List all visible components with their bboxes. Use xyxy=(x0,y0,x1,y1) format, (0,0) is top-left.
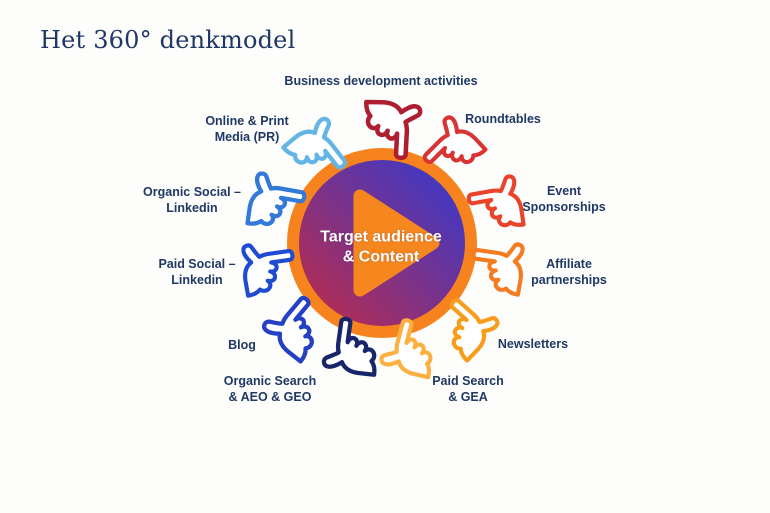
label-organic-search-aeo-geo: Organic Search & AEO & GEO xyxy=(223,374,317,404)
center-label: Target audience & Content xyxy=(320,228,442,265)
label-blog: Blog xyxy=(228,338,256,352)
label-roundtables: Roundtables xyxy=(465,112,541,126)
page-title: Het 360° denkmodel xyxy=(40,26,296,54)
play-triangle-icon xyxy=(353,189,440,297)
label-affiliate-partnerships: Affiliate partnerships xyxy=(531,257,607,287)
pointing-hand-icon-affiliate-partnerships xyxy=(469,238,525,294)
label-newsletters: Newsletters xyxy=(497,337,569,351)
label-event-sponsorships: Event Sponsorships xyxy=(522,184,606,214)
label-online-print-media-pr: Online & Print Media (PR) xyxy=(205,114,289,144)
label-business-development-activities: Business development activities xyxy=(284,74,478,88)
label-paid-social-linkedin: Paid Social – Linkedin xyxy=(158,257,236,287)
label-organic-social-linkedin: Organic Social – Linkedin xyxy=(143,185,241,215)
label-paid-search-gea: Paid Search & GEA xyxy=(432,374,504,404)
